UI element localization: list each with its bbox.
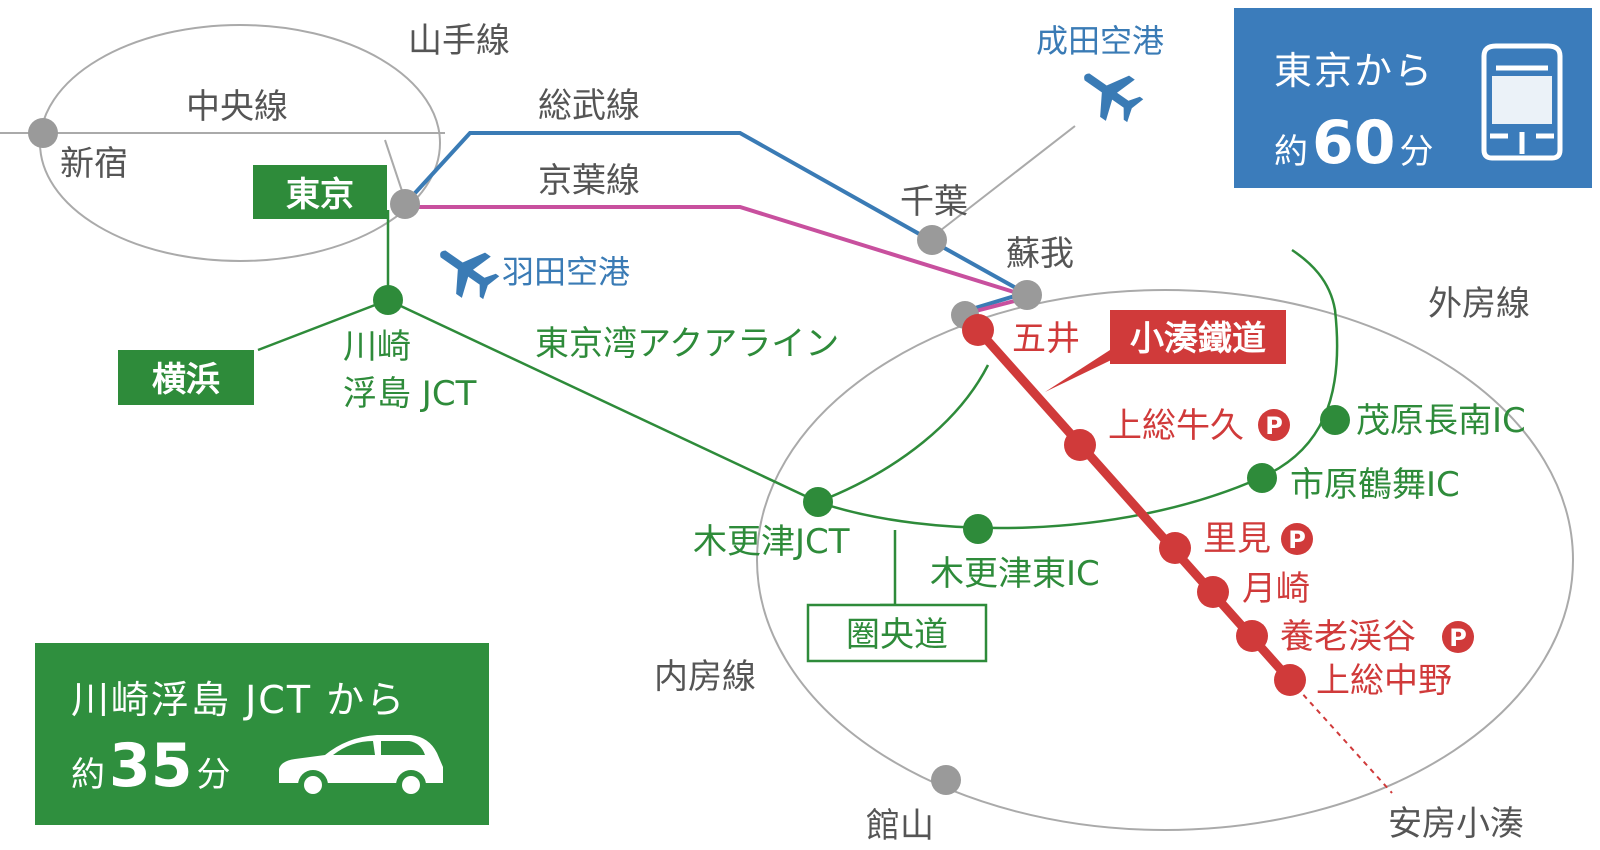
label-aqualine: 東京湾アクアライン	[535, 324, 839, 364]
svg-text:P: P	[1265, 412, 1283, 440]
ic-dot-mobara	[1320, 405, 1350, 435]
station-dot-kazusa-nakano	[1274, 664, 1306, 696]
kenodo-badge	[806, 603, 988, 663]
station-dot-soga	[1012, 280, 1042, 310]
parking-icon-yoro: P	[1442, 621, 1474, 653]
label-kominato: 小湊鐵道	[1130, 319, 1266, 359]
label-kenodo: 圏央道	[846, 615, 948, 655]
kominato-line	[974, 327, 1294, 683]
label-kawasaki-2: 浮島 JCT	[343, 374, 477, 414]
label-ichihara: 市原鶴舞IC	[1290, 465, 1460, 505]
station-dot-tokyo	[390, 189, 420, 219]
label-kazusa-nakano: 上総中野	[1316, 661, 1452, 701]
station-dot-tateyama	[931, 765, 961, 795]
label-yamanote: 山手線	[408, 21, 510, 61]
train-unit: 分	[1399, 132, 1434, 172]
yamanote-loop	[39, 24, 441, 262]
label-kazusa-ushiku: 上総牛久	[1108, 406, 1244, 446]
kominato-badge	[1110, 310, 1286, 364]
train-icon	[1481, 43, 1563, 161]
label-kisarazu-jct: 木更津JCT	[693, 522, 850, 562]
label-sobu: 総武線	[538, 86, 640, 126]
keiyo-line	[405, 205, 1038, 314]
label-tokyo: 東京	[286, 175, 354, 215]
label-chiba: 千葉	[900, 182, 968, 222]
parking-icon-ushiku: P	[1258, 409, 1290, 441]
car-minutes: 35	[109, 731, 193, 801]
kenodo-pointer	[880, 530, 897, 607]
label-sotobo: 外房線	[1428, 284, 1530, 324]
label-awa-kominato: 安房小湊	[1388, 804, 1524, 844]
station-dot-kazusa-ushiku	[1064, 429, 1096, 461]
car-from-label: 川崎浮島 JCT から	[71, 678, 407, 722]
station-dot-satomi	[1159, 532, 1191, 564]
station-dot-tsukizaki	[1197, 576, 1229, 608]
aqualine-road	[387, 298, 819, 504]
ic-dot-kisarazu-jct	[803, 487, 833, 517]
station-dot-shinjuku	[28, 118, 58, 148]
parking-icon-satomi: P	[1281, 523, 1313, 555]
station-dot-yoro	[1236, 620, 1268, 652]
car-unit: 分	[196, 755, 231, 795]
train-minutes: 60	[1312, 108, 1396, 178]
tokyo-badge	[253, 165, 387, 219]
ic-dot-ichihara	[1247, 463, 1277, 493]
label-tateyama: 館山	[866, 806, 934, 846]
haneda-plane-icon	[440, 250, 500, 300]
label-satomi: 里見	[1203, 519, 1271, 559]
label-tsukizaki: 月崎	[1242, 569, 1310, 609]
label-keiyo: 京葉線	[538, 161, 640, 201]
svg-text:P: P	[1449, 624, 1467, 652]
boso-loop	[756, 289, 1574, 831]
label-narita: 成田空港	[1036, 22, 1164, 60]
car-icon	[279, 735, 443, 800]
label-goi: 五井	[1012, 319, 1080, 359]
narita-plane-icon	[1084, 73, 1144, 123]
ic-dot-kawasaki	[373, 285, 403, 315]
yokohama-badge	[118, 350, 254, 405]
label-kisarazu-higashi: 木更津東IC	[930, 554, 1100, 594]
station-dot-chiba	[917, 225, 947, 255]
svg-text:P: P	[1288, 526, 1306, 554]
label-uchibo: 内房線	[654, 657, 756, 697]
label-kawasaki-1: 川崎	[343, 327, 411, 367]
station-dot-goi	[962, 314, 994, 346]
car-prefix: 約	[71, 755, 105, 795]
label-yokohama: 横浜	[152, 360, 220, 400]
label-soga: 蘇我	[1006, 234, 1074, 274]
kisarazu-branch	[817, 364, 990, 504]
label-chuo: 中央線	[186, 87, 288, 127]
label-mobara: 茂原長南IC	[1356, 401, 1526, 441]
train-prefix: 約	[1274, 132, 1308, 172]
train-from-label: 東京から	[1274, 49, 1435, 93]
ic-dot-kisarazu-higashi	[963, 514, 993, 544]
label-haneda: 羽田空港	[502, 253, 630, 291]
label-yoro: 養老渓谷	[1280, 617, 1416, 657]
label-shinjuku: 新宿	[60, 144, 128, 184]
narita-leader	[931, 125, 1076, 238]
